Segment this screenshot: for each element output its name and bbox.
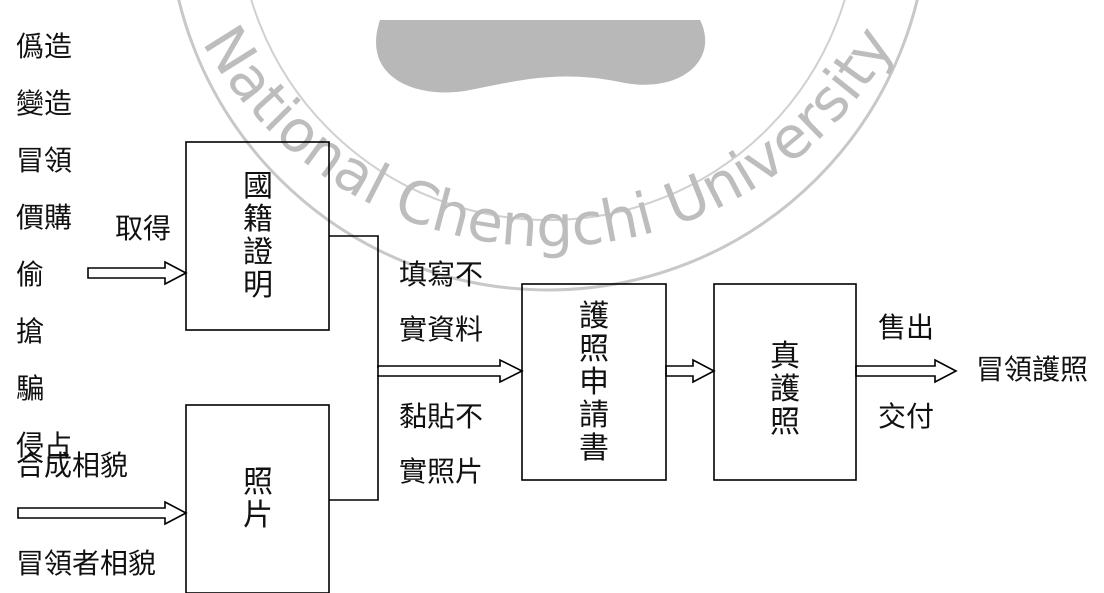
arrow-obtain	[87, 260, 188, 286]
nationality-connector	[329, 235, 379, 368]
label-impostor-face: 冒領者相貌	[16, 547, 157, 580]
method-item: 搶	[16, 315, 45, 348]
method-item: 價購	[16, 201, 73, 234]
nationality-box-label: 國籍證明	[243, 169, 273, 303]
arrow-face	[17, 500, 188, 526]
method-item: 侵占	[16, 429, 73, 462]
arrow-sell	[855, 358, 958, 384]
application-box	[521, 283, 667, 481]
photo-box-label: 照片	[243, 465, 273, 533]
method-item: 僞造	[16, 30, 73, 63]
label-fill-false-line2: 實資料	[399, 313, 484, 346]
method-item: 變造	[16, 87, 73, 120]
method-item: 騙	[16, 372, 45, 405]
label-obtain: 取得	[115, 212, 172, 245]
label-paste-false-line1: 黏貼不	[399, 400, 484, 433]
photo-connector	[329, 375, 379, 501]
real-passport-box-label: 真護照	[770, 339, 800, 440]
photo-box	[185, 404, 330, 593]
application-box-label: 護照申請書	[579, 299, 609, 466]
label-sell: 售出	[878, 311, 935, 344]
real-passport-box	[713, 283, 857, 481]
label-paste-false-line2: 實照片	[399, 455, 484, 488]
label-deliver: 交付	[878, 400, 935, 433]
arrow-to-application	[377, 358, 524, 384]
method-list: 僞造 變造 冒領 價購 偷 搶 騙 侵占	[16, 18, 72, 474]
method-item: 冒領	[16, 144, 73, 177]
arrow-to-passport	[665, 358, 716, 384]
label-synthesized-face: 合成相貌	[16, 449, 129, 482]
method-item: 偷	[16, 258, 45, 291]
label-result-passport: 冒領護照	[976, 353, 1089, 386]
label-fill-false-line1: 填寫不	[399, 258, 484, 291]
